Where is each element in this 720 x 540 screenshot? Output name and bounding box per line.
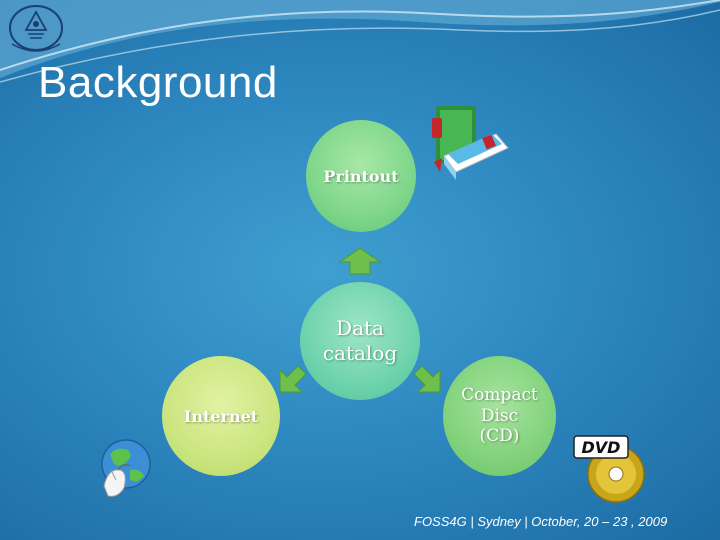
node-cd-line3: (CD) [479,426,520,447]
svg-text:DVD: DVD [582,438,621,457]
node-printout-label: Printout [323,166,399,186]
arrow-down-left [279,365,307,393]
node-cd: Compact Disc (CD) [443,356,556,476]
node-data-catalog-line1: Data [336,316,384,340]
node-internet: Internet [162,356,280,476]
node-cd-line1: Compact [461,385,538,406]
node-data-catalog: Data catalog [300,282,420,400]
globe-mouse-icon [101,439,151,497]
slide-footer: FOSS4G | Sydney | October, 20 – 23 , 200… [414,514,668,529]
node-internet-label: Internet [183,406,259,426]
university-logo-icon [9,5,63,52]
slide-title: Background [38,58,278,107]
node-data-catalog-line2: catalog [322,341,398,365]
node-printout: Printout [306,120,416,232]
dvd-icon: DVD [573,435,645,503]
arrow-up [338,247,382,275]
books-icon [432,106,509,180]
node-cd-line2: Disc [480,405,519,426]
header-wave-decoration [0,0,720,83]
arrow-down-right [413,365,441,393]
